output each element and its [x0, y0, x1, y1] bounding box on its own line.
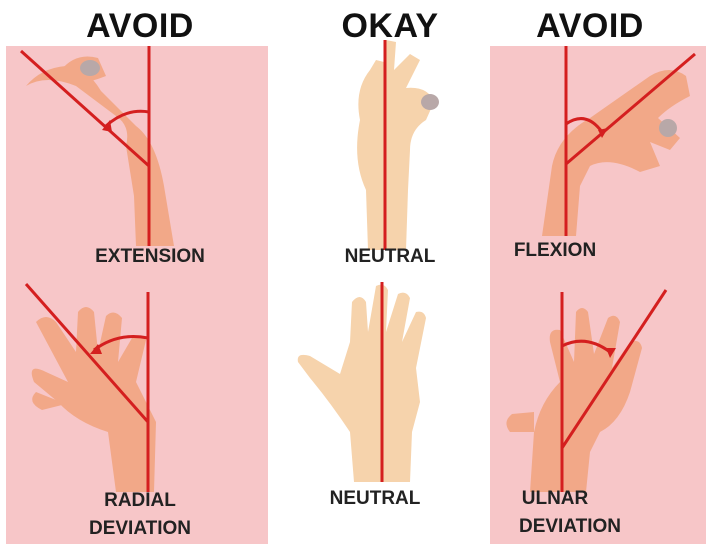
label-flexion: FLEXION — [490, 238, 620, 264]
header-avoid-right: AVOID — [490, 4, 690, 48]
extension-hand-illustration — [6, 46, 268, 246]
label-radial-deviation-line1: RADIAL — [60, 488, 220, 514]
label-extension: EXTENSION — [60, 244, 240, 270]
label-neutral-bottom: NEUTRAL — [290, 486, 460, 512]
ulnar-deviation-hand-illustration — [490, 282, 706, 492]
label-neutral-top: NEUTRAL — [300, 244, 480, 270]
radial-deviation-hand-illustration — [6, 282, 268, 492]
label-radial-deviation-line2: DEVIATION — [60, 516, 220, 542]
neutral-hand-top-illustration — [330, 40, 450, 250]
flexion-hand-illustration — [490, 46, 706, 236]
neutral-hand-bottom-illustration — [290, 282, 460, 482]
header-avoid-left: AVOID — [40, 4, 240, 48]
label-ulnar-deviation-line2: DEVIATION — [490, 514, 650, 540]
label-ulnar-deviation-line1: ULNAR — [490, 486, 620, 512]
